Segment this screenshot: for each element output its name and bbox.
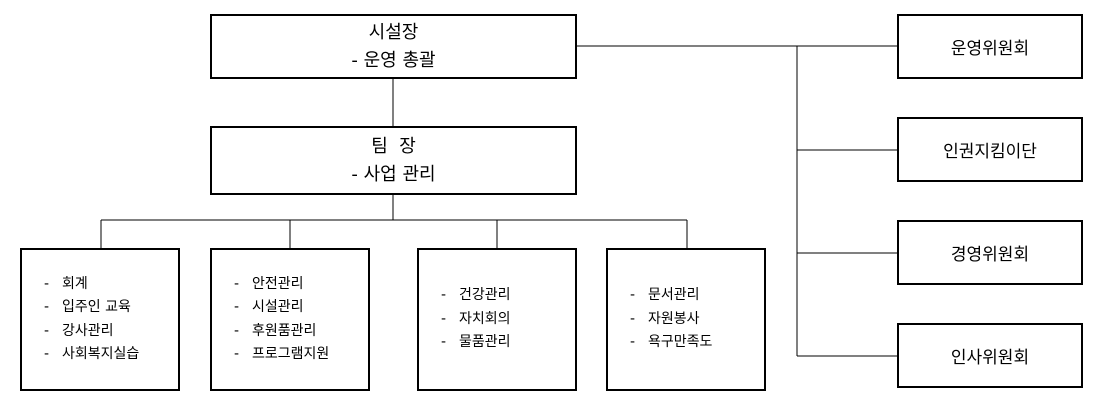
- department-box-3: -건강관리 -자치회의 -물품관리: [417, 248, 577, 391]
- team-leader-box: 팀 장 - 사업 관리: [210, 126, 577, 195]
- director-title: 시설장: [368, 21, 419, 43]
- list-item: -회계: [44, 275, 88, 292]
- director-role: - 운영 총괄: [351, 49, 436, 71]
- committee-operation-box: 운영위원회: [897, 14, 1083, 79]
- list-item: -시설관리: [234, 299, 304, 315]
- department-box-1: -회계 -입주인 교육 -강사관리 -사회복지실습: [20, 248, 180, 391]
- list-item: -입주인 교육: [44, 299, 131, 315]
- committee-label: 인사위원회: [950, 348, 1030, 368]
- list-item: -자치회의: [441, 310, 511, 327]
- committee-label: 운영위원회: [950, 39, 1030, 59]
- director-box: 시설장 - 운영 총괄: [210, 14, 577, 79]
- department-box-4: -문서관리 -자원봉사 -욕구만족도: [606, 248, 766, 391]
- list-item: -후원품관리: [234, 322, 317, 339]
- team-leader-title: 팀 장: [371, 135, 416, 157]
- committee-personnel-box: 인사위원회: [897, 323, 1083, 388]
- list-item: -건강관리: [441, 287, 511, 304]
- list-item: -강사관리: [44, 322, 114, 339]
- list-item: -자원봉사: [630, 310, 700, 327]
- committee-human-rights-box: 인권지킴이단: [897, 117, 1083, 182]
- team-leader-role: - 사업 관리: [351, 163, 436, 185]
- committee-management-box: 경영위원회: [897, 220, 1083, 285]
- list-item: -안전관리: [234, 275, 304, 292]
- list-item: -사회복지실습: [44, 346, 140, 362]
- list-item: -물품관리: [441, 334, 511, 351]
- committee-label: 인권지킴이단: [943, 142, 1037, 162]
- list-item: -프로그램지원: [234, 346, 330, 362]
- department-box-2: -안전관리 -시설관리 -후원품관리 -프로그램지원: [210, 248, 370, 391]
- list-item: -욕구만족도: [630, 334, 713, 351]
- committee-label: 경영위원회: [950, 245, 1030, 265]
- list-item: -문서관리: [630, 287, 700, 304]
